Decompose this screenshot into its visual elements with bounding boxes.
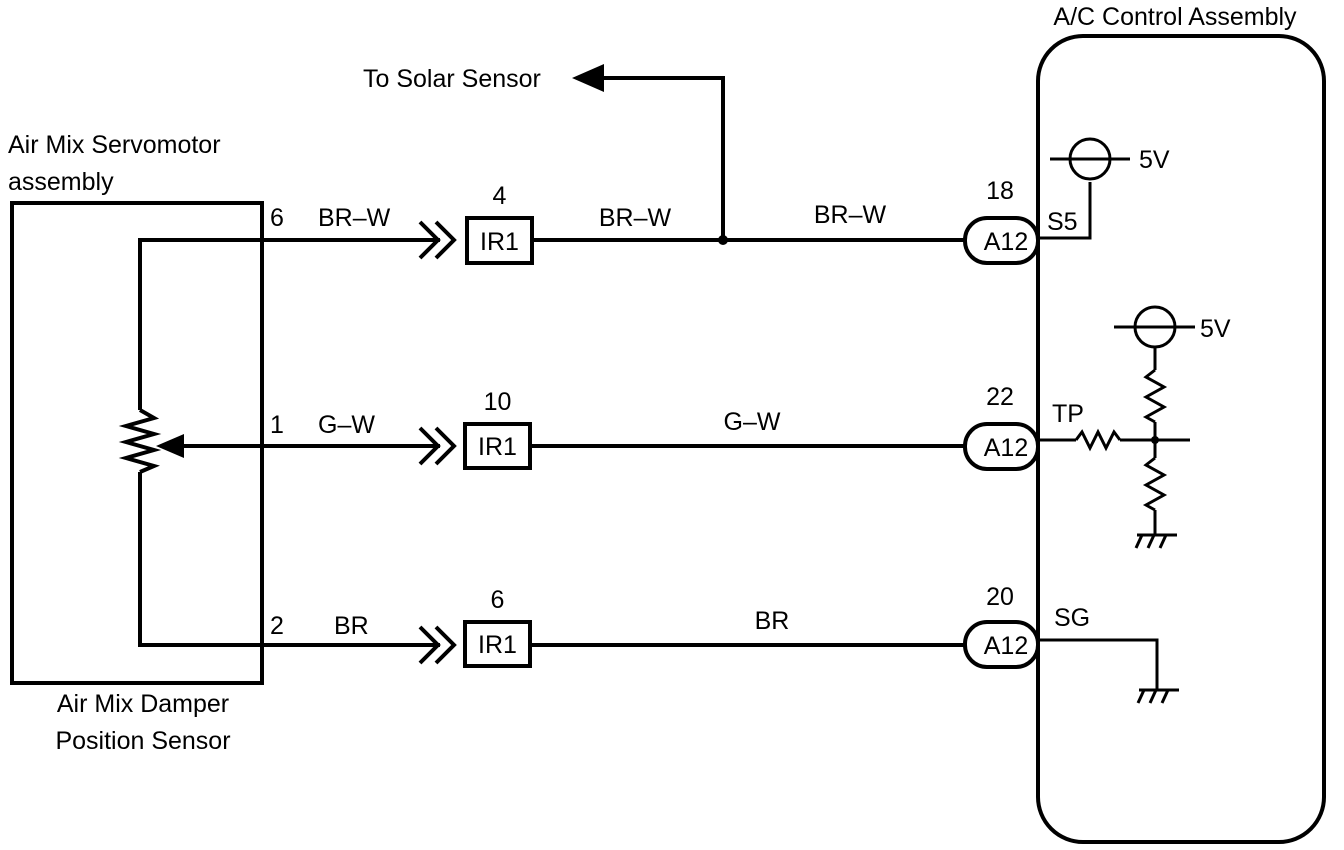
wire-color-label: BR: [334, 612, 369, 640]
servo-pin-number: 6: [270, 204, 284, 232]
connector-chevron-icon: [418, 426, 441, 466]
sensor-top-lead: [138, 238, 262, 410]
wire-to-solar-sensor: [600, 76, 725, 240]
supply-voltage-label: 5V: [1139, 146, 1170, 174]
connector-pin-number: 6: [491, 586, 505, 614]
connector-chevron-icon: [434, 426, 457, 466]
connector-label: IR1: [480, 228, 519, 256]
connector-chevron-icon: [418, 220, 441, 260]
servomotor-assembly-box: [10, 201, 264, 685]
wire-color-label: BR–W: [814, 201, 887, 229]
supply-voltage-label: 5V: [1200, 315, 1231, 343]
sensor-bottom-lead: [138, 472, 262, 647]
connector-chevron-icon: [434, 220, 457, 260]
solar-sensor-label: To Solar Sensor: [363, 65, 541, 93]
wire-color-label: BR: [755, 607, 790, 635]
pulldown-resistor: [1142, 456, 1168, 512]
tp-series-resistor: [1074, 428, 1122, 452]
connector-label: IR1: [478, 631, 517, 659]
servomotor-title-line2: assembly: [8, 168, 114, 196]
connector-pin-number: 10: [484, 388, 512, 416]
ground-icon: [1134, 533, 1177, 549]
ecu-pin-number: 22: [986, 383, 1014, 411]
sensor-label-line1: Air Mix Damper: [57, 690, 229, 718]
connector-label: IR1: [478, 433, 517, 461]
ecu-connector-label: A12: [984, 434, 1028, 462]
s5-internal-lead: [1038, 182, 1092, 240]
wire-color-label: G–W: [724, 408, 781, 436]
servo-pin-number: 1: [270, 411, 284, 439]
ground-icon: [1136, 688, 1179, 704]
a12-connector-box: [963, 422, 1040, 471]
a12-connector-box: [963, 216, 1040, 265]
pullup-resistor: [1142, 368, 1168, 424]
servo-pin-number: 2: [270, 612, 284, 640]
ecu-terminal-label: S5: [1047, 208, 1078, 236]
a12-connector-box: [963, 620, 1040, 669]
sg-internal-lead: [1038, 638, 1159, 690]
wiper-arrow-icon: [156, 434, 184, 458]
ac-control-title: A/C Control Assembly: [1053, 3, 1297, 31]
ecu-pin-number: 18: [986, 177, 1014, 205]
connector-chevron-icon: [418, 625, 441, 665]
connector-chevron-icon: [434, 625, 457, 665]
ecu-connector-label: A12: [984, 632, 1028, 660]
potentiometer-resistor: [118, 408, 162, 474]
connector-pin-number: 4: [493, 182, 507, 210]
sensor-label-line2: Position Sensor: [55, 727, 230, 755]
ecu-terminal-label: TP: [1052, 400, 1084, 428]
ecu-pin-number: 20: [986, 583, 1014, 611]
wire-color-label: BR–W: [318, 204, 391, 232]
ecu-terminal-label: SG: [1054, 604, 1090, 632]
ecu-connector-label: A12: [984, 228, 1028, 256]
wire-color-label: G–W: [318, 411, 375, 439]
arrow-left-icon: [572, 64, 604, 92]
wire-color-label: BR–W: [599, 204, 672, 232]
servomotor-title-line1: Air Mix Servomotor: [8, 131, 221, 159]
